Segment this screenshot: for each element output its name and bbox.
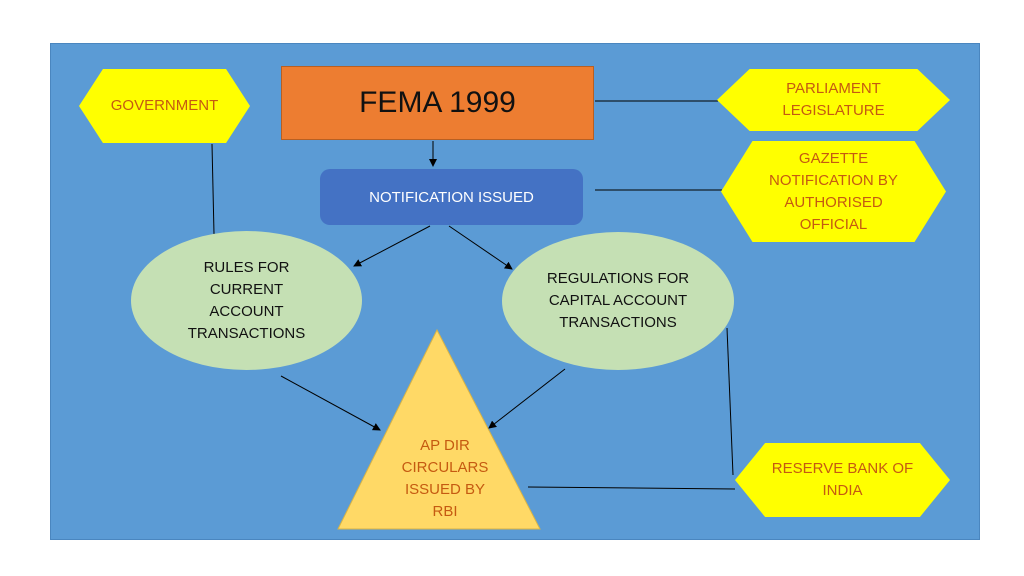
- gazette-line-4: OFFICIAL: [799, 215, 868, 233]
- gazette-line-2: NOTIFICATION BY: [769, 171, 898, 189]
- apdir-line-3: ISSUED BY: [404, 481, 486, 498]
- regulations-capital-account-oval: REGULATIONS FOR CAPITAL ACCOUNT TRANSACT…: [502, 232, 734, 370]
- gazette-line-1: GAZETTE: [798, 149, 869, 167]
- notification-issued-box: NOTIFICATION ISSUED: [320, 169, 583, 225]
- parliament-hexagon: PARLIAMENT LEGISLATURE: [717, 69, 950, 131]
- gazette-notification-hexagon: GAZETTE NOTIFICATION BY AUTHORISED OFFIC…: [721, 141, 946, 242]
- rules-line-3: ACCOUNT: [209, 302, 284, 320]
- apdir-line-4: RBI: [432, 503, 458, 520]
- fema-label: FEMA 1999: [359, 86, 516, 119]
- rules-line-1: RULES FOR: [203, 258, 290, 276]
- government-hexagon: GOVERNMENT: [79, 69, 250, 143]
- rbi-line-1: RESERVE BANK OF: [771, 460, 914, 477]
- rules-current-account-oval: RULES FOR CURRENT ACCOUNT TRANSACTIONS: [131, 231, 362, 370]
- notification-label: NOTIFICATION ISSUED: [369, 188, 534, 206]
- fema-1999-box: FEMA 1999: [281, 66, 594, 140]
- rules-line-2: CURRENT: [209, 280, 284, 298]
- parliament-line-1: PARLIAMENT: [786, 80, 881, 97]
- apdir-line-1: AP DIR: [420, 437, 470, 454]
- government-label: GOVERNMENT: [110, 97, 219, 114]
- gazette-line-3: AUTHORISED: [784, 193, 883, 211]
- regulations-line-1: REGULATIONS FOR: [546, 270, 690, 287]
- rbi-line-2: INDIA: [822, 482, 863, 499]
- rules-line-4: TRANSACTIONS: [187, 324, 306, 342]
- regulations-line-2: CAPITAL ACCOUNT: [548, 292, 688, 309]
- reserve-bank-hexagon: RESERVE BANK OF INDIA: [735, 443, 950, 517]
- ap-dir-circulars-label: AP DIR CIRCULARS ISSUED BY RBI: [380, 430, 510, 528]
- parliament-line-2: LEGISLATURE: [782, 102, 885, 119]
- regulations-line-3: TRANSACTIONS: [559, 314, 677, 331]
- apdir-line-2: CIRCULARS: [401, 459, 489, 476]
